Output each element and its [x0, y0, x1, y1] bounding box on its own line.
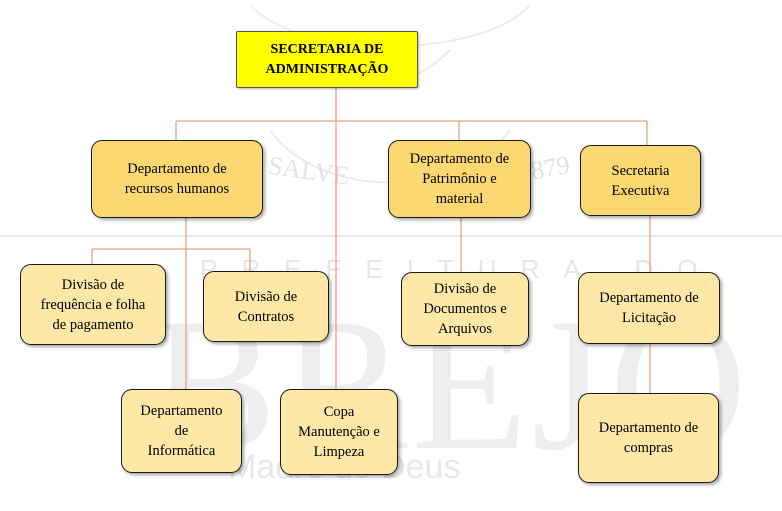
node-divisao-documentos-arquivos: Divisão de Documentos e Arquivos	[401, 272, 529, 346]
node-departamento-compras: Departamento de compras	[578, 393, 719, 483]
node-secretaria-administracao: SECRETARIA DE ADMINISTRAÇÃO	[236, 31, 418, 88]
node-departamento-licitacao: Departamento de Licitação	[578, 272, 720, 344]
node-departamento-recursos-humanos: Departamento de recursos humanos	[91, 140, 263, 218]
node-secretaria-executiva: Secretaria Executiva	[580, 145, 701, 216]
node-departamento-informatica: Departamento de Informática	[121, 389, 242, 473]
node-copa-manutencao-limpeza: Copa Manutenção e Limpeza	[280, 389, 398, 475]
node-departamento-patrimonio-material: Departamento de Patrimônio e material	[388, 140, 531, 218]
node-divisao-contratos: Divisão de Contratos	[203, 271, 329, 342]
node-divisao-frequencia-folha: Divisão de frequência e folha de pagamen…	[20, 264, 166, 345]
